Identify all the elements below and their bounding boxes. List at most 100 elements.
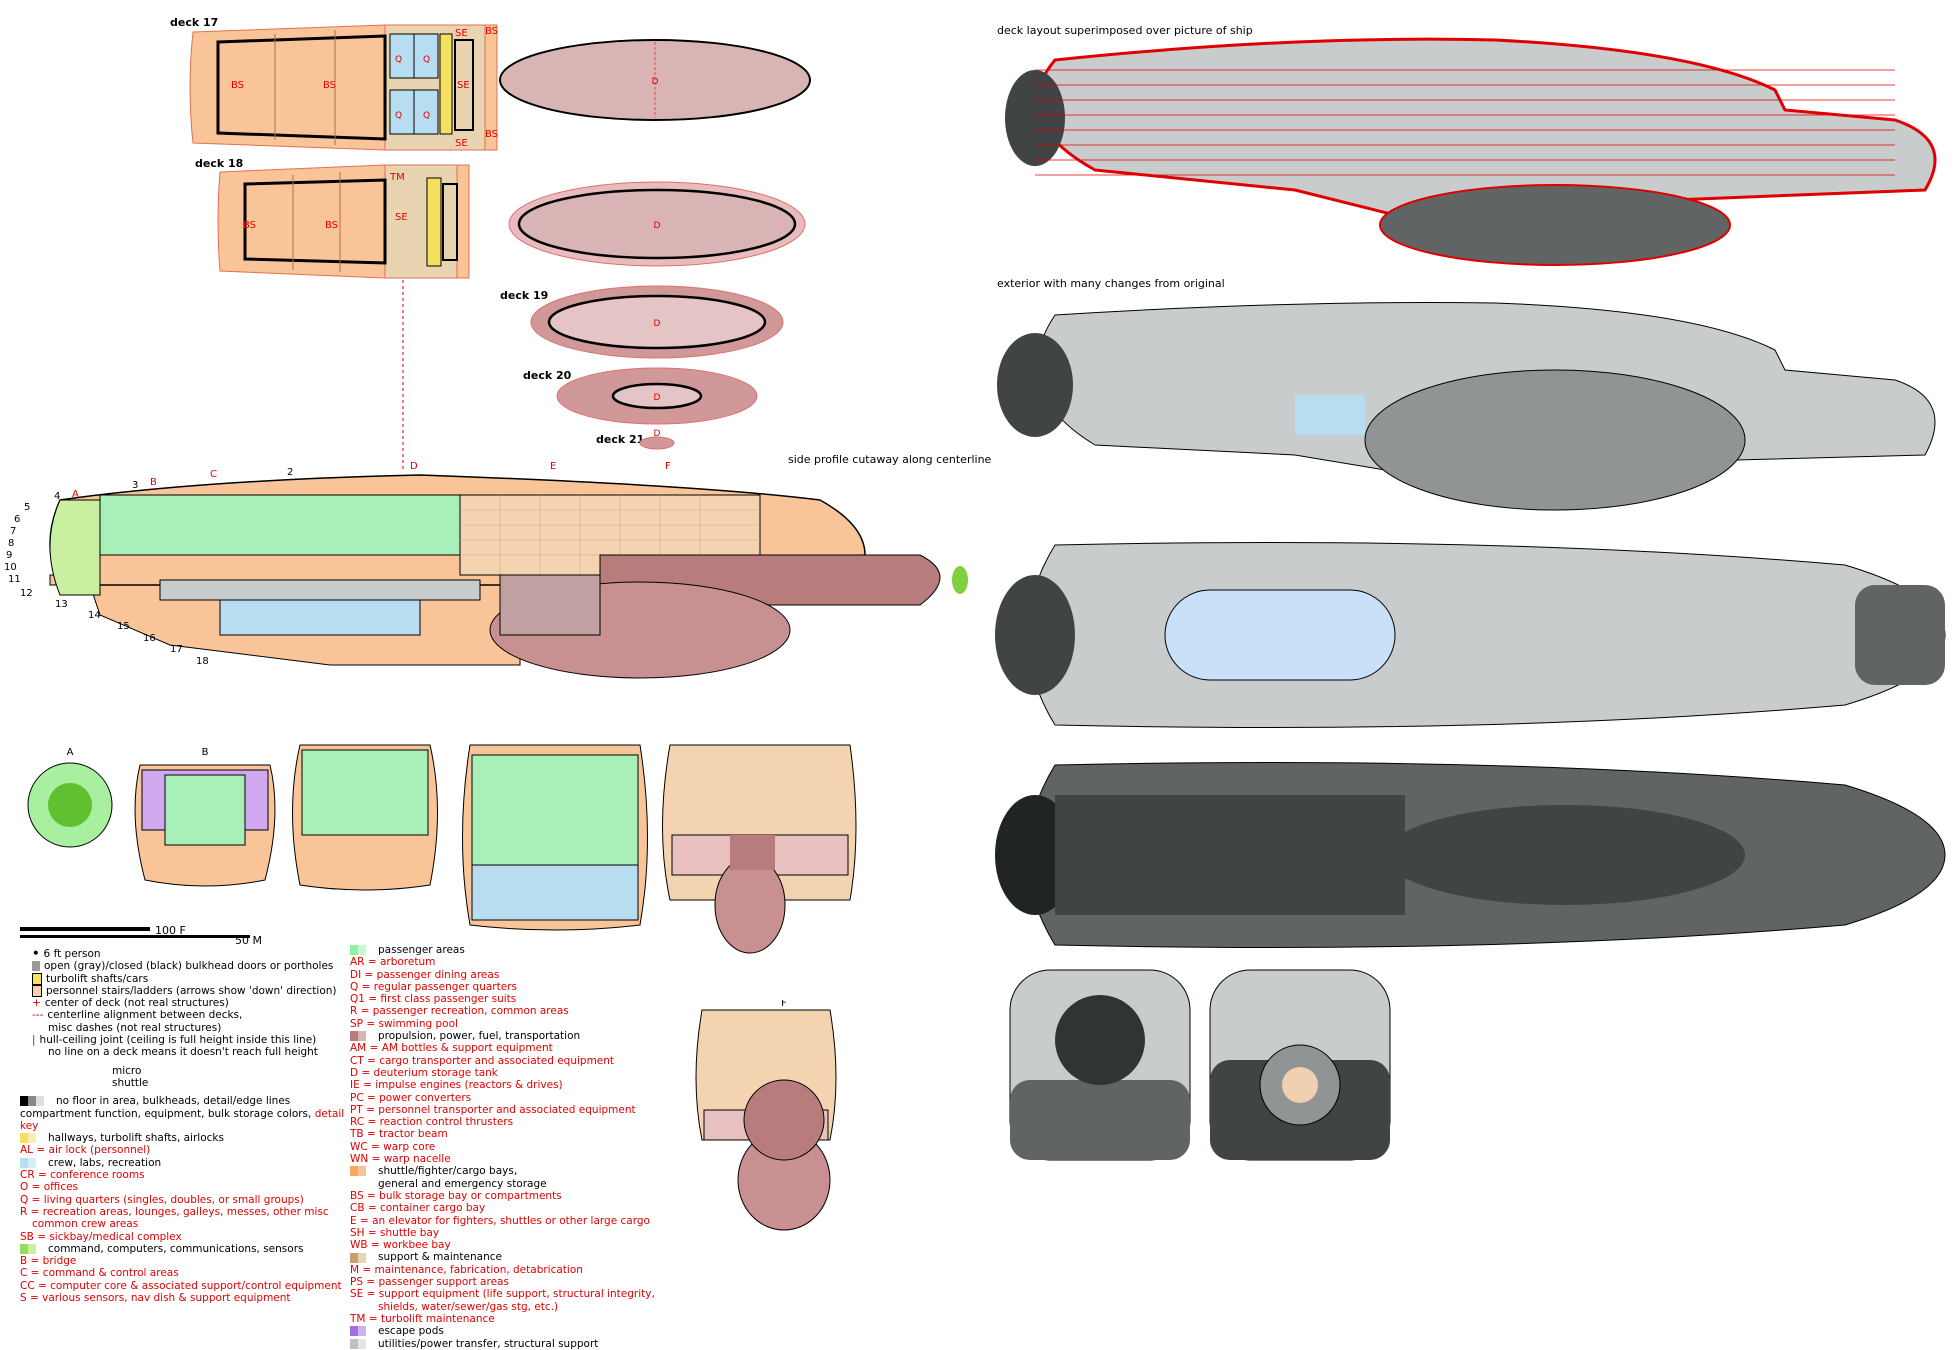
plan-label-q: Q (423, 55, 430, 65)
scale-feet: 100 F (155, 924, 186, 937)
legend-s: S = various sensors, nav dish & support … (20, 1292, 291, 1305)
deck-18-plan: BS BS SE TM (217, 164, 470, 279)
legend-centerline-2: misc dashes (not real structures) (48, 1021, 222, 1034)
legend-ar: AR = arboretum (350, 956, 436, 969)
deck-number: 15 (117, 621, 130, 632)
legend-utilities: utilities/power transfer, structural sup… (378, 1337, 599, 1350)
plan-label-se: SE (455, 138, 468, 149)
legend-detail-key: detail key (20, 1107, 345, 1132)
legend-ps: PS = passenger support areas (350, 1276, 509, 1289)
legend-ie: IE = impulse engines (reactors & drives) (350, 1079, 563, 1092)
section-label-c: C (362, 740, 369, 741)
plan-label-se: SE (395, 212, 408, 223)
deck-number: 2 (287, 467, 293, 478)
legend-shuttlebay-1: shuttle/fighter/cargo bays, (378, 1165, 518, 1178)
legend-centerline-1: centerline alignment between decks, (47, 1009, 243, 1022)
legend-hull-2: no line on a deck means it doesn't reach… (48, 1046, 318, 1059)
legend-cr: CR = conference rooms (20, 1169, 145, 1182)
legend-cb: CB = container cargo bay (350, 1202, 486, 1215)
plan-label-bs: BS (325, 220, 338, 231)
legend-shuttlebay-2: general and emergency storage (378, 1177, 547, 1190)
legend-am: AM = AM bottles & support equipment (350, 1042, 553, 1055)
exterior-side-view (997, 302, 1936, 511)
plan-label-d: D (654, 393, 661, 403)
section-marker-b: B (150, 477, 157, 488)
section-marker-c: C (210, 469, 217, 480)
deck-number: 18 (196, 656, 209, 667)
scale-meters: 50 M (235, 934, 262, 947)
legend-ct: CT = cargo transporter and associated eq… (350, 1054, 615, 1067)
deck-number: 9 (6, 550, 12, 561)
legend-center: center of deck (not real structures) (44, 997, 229, 1010)
side-cutaway: A B C D E F 2 3 4 5 6 7 8 9 10 11 12 13 … (4, 461, 968, 679)
legend-r2: common crew areas (32, 1218, 139, 1231)
deck-number: 16 (143, 633, 156, 644)
legend-pq: Q = regular passenger quarters (350, 980, 517, 993)
legend-al: AL = air lock (personnel) (20, 1144, 151, 1157)
plan-label-bs: BS (485, 26, 498, 37)
deck-number: 13 (55, 599, 68, 610)
deck-number: 6 (14, 514, 20, 525)
legend-dd: D = deuterium storage tank (350, 1066, 498, 1079)
section-f-cut: F (695, 1000, 837, 1231)
legend-person: 6 ft person (43, 948, 101, 960)
legend-passenger: passenger areas (378, 944, 465, 956)
plan-label-d: D (654, 319, 661, 329)
superimposed-title: deck layout superimposed over picture of… (997, 24, 1253, 37)
plan-label-q: Q (423, 111, 430, 121)
centerline-alignment (402, 280, 404, 470)
section-label-a: A (67, 747, 74, 758)
legend-se2: shields, water/sewer/gas stg, etc.) (378, 1300, 559, 1313)
legend-pr: R = passenger recreation, common areas (350, 1005, 569, 1018)
plan-label-bs: BS (243, 220, 256, 231)
legend-shuttle: shuttle (112, 1076, 149, 1089)
legend-q1: Q1 = first class passenger suits (350, 993, 517, 1006)
legend-wn: WN = warp nacelle (350, 1153, 451, 1166)
plan-label-bs: BS (323, 80, 336, 91)
legend-pt: PT = personnel transporter and associate… (350, 1103, 636, 1116)
scale-bar (20, 927, 250, 938)
deck-number: 11 (8, 574, 21, 585)
legend-compartment: compartment function, equipment, bulk st… (20, 1107, 315, 1120)
section-marker-e: E (550, 461, 556, 472)
legend-turbolift: turbolift shafts/cars (46, 972, 149, 985)
section-label-f: F (781, 1000, 787, 1009)
section-cross-cuts: A B C D E (27, 740, 857, 954)
section-marker-f: F (665, 461, 671, 472)
legend-nofloor: no floor in area, bulkheads, detail/edge… (56, 1095, 291, 1108)
legend-sb: SB = sickbay/medical complex (20, 1230, 182, 1243)
legend-support: support & maintenance (378, 1251, 502, 1264)
deck-number: 4 (54, 491, 60, 502)
legend-propulsion: propulsion, power, fuel, transportation (378, 1030, 581, 1043)
legend-rc: RC = reaction control thrusters (350, 1116, 514, 1129)
deck-17-label: deck 17 (170, 16, 219, 29)
superimposed-view (1005, 37, 1937, 266)
legend-pc: PC = power converters (350, 1091, 472, 1104)
exterior-bottom-view (995, 762, 1946, 948)
legend-wb: WB = workbee bay (350, 1239, 451, 1252)
deck-18-label: deck 18 (195, 157, 244, 170)
plan-label-d: D (654, 221, 661, 231)
legend-stairs: personnel stairs/ladders (arrows show 'd… (46, 984, 337, 997)
legend-sp: SP = swimming pool (350, 1017, 458, 1030)
plan-label-bs: BS (485, 129, 498, 140)
section-label-e: E (749, 740, 755, 741)
legend-di: DI = passenger dining areas (350, 968, 500, 981)
plan-label-d: D (652, 77, 659, 87)
cutaway-title: side profile cutaway along centerline (788, 453, 992, 466)
legend-micro: micro (112, 1064, 142, 1077)
deuterium-tank-decks: D D D D D (499, 39, 811, 450)
deck-number: 7 (10, 526, 16, 537)
legend-bs: BS = bulk storage bay or compartments (350, 1189, 562, 1202)
legend-command: command, computers, communications, sens… (48, 1242, 304, 1255)
legend-c: C = command & control areas (20, 1267, 179, 1280)
plan-label-se: SE (455, 28, 468, 39)
legend-o: O = offices (20, 1181, 79, 1194)
plan-label-q: Q (395, 111, 402, 121)
legend-q: Q = living quarters (singles, doubles, o… (20, 1193, 304, 1206)
legend-e: E = an elevator for fighters, shuttles o… (350, 1214, 650, 1227)
plan-label-tm: TM (389, 172, 405, 183)
legend-tb: TB = tractor beam (350, 1128, 448, 1141)
legend-m: M = maintenance, fabrication, detabricat… (350, 1263, 583, 1276)
plan-label-q: Q (395, 55, 402, 65)
